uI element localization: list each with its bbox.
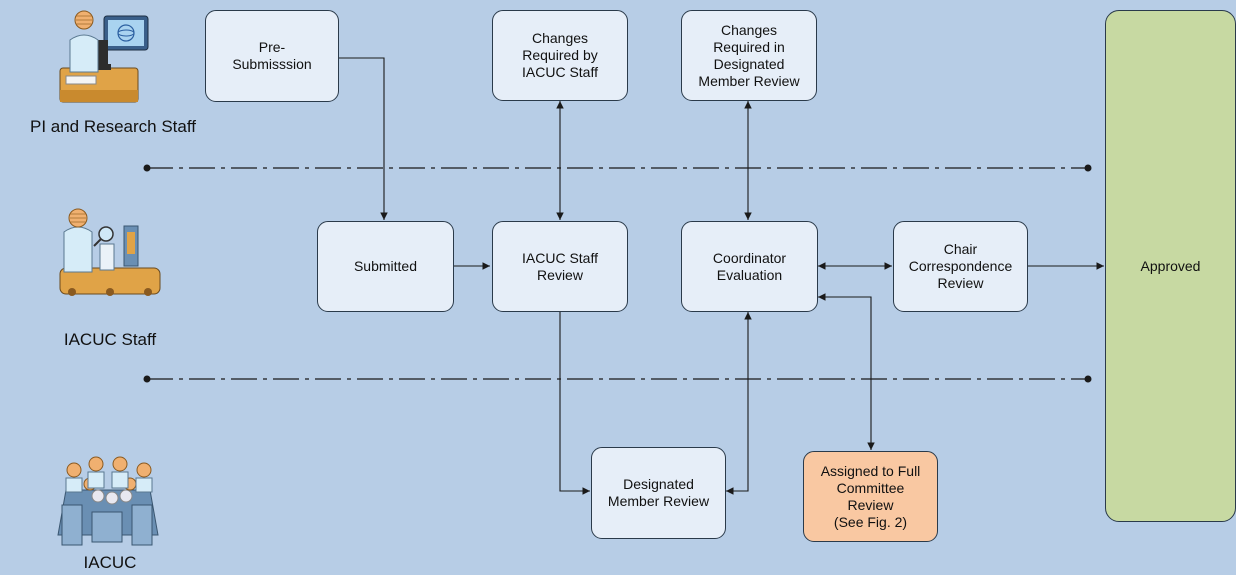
node-approved[interactable]: Approved	[1105, 10, 1236, 522]
node-submitted[interactable]: Submitted	[317, 221, 454, 312]
committee-icon	[57, 456, 159, 546]
lane-label-pi-research-staff: PI and Research Staff	[29, 117, 196, 136]
scientist-icon	[59, 10, 149, 103]
arrow-presubmission-to-submitted	[338, 57, 388, 220]
arrow-staff-review-to-dmr	[559, 312, 590, 495]
node-changes-required-by-staff[interactable]: Changes Required by IACUC Staff	[492, 10, 628, 101]
node-chair-correspondence-review[interactable]: Chair Correspondence Review	[893, 221, 1028, 312]
node-designated-member-review[interactable]: Designated Member Review	[591, 447, 726, 539]
arrow-coordinator-full-committee	[818, 293, 875, 450]
lane-divider-top	[143, 164, 1092, 172]
lane-label-iacuc-staff: IACUC Staff	[63, 330, 157, 349]
node-full-committee-review[interactable]: Assigned to Full Committee Review (See F…	[803, 451, 938, 542]
inspector-icon	[59, 208, 161, 296]
node-coordinator-evaluation[interactable]: Coordinator Evaluation	[681, 221, 818, 312]
node-iacuc-staff-review[interactable]: IACUC Staff Review	[492, 221, 628, 312]
lane-label-iacuc: IACUC	[83, 553, 137, 572]
node-changes-required-dmr[interactable]: Changes Required in Designated Member Re…	[681, 10, 817, 101]
lane-divider-bottom	[143, 375, 1092, 383]
arrow-dmr-coordinator	[726, 312, 752, 495]
node-pre-submission[interactable]: Pre- Submisssion	[205, 10, 339, 102]
